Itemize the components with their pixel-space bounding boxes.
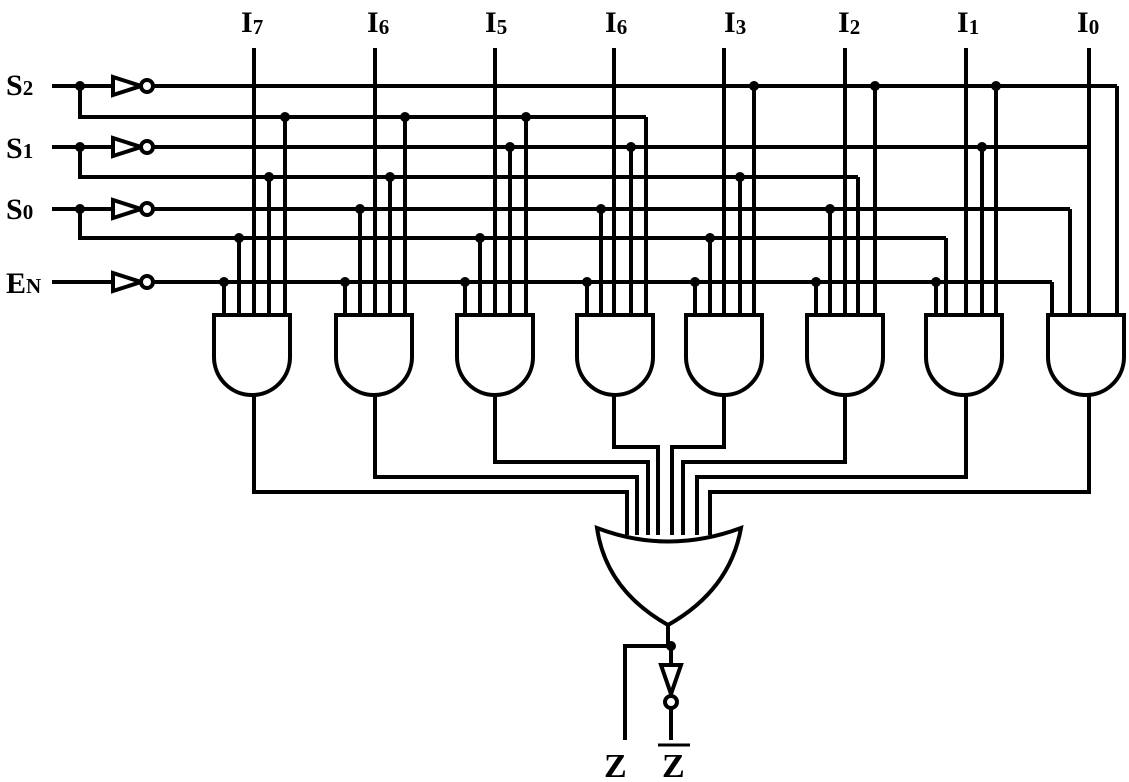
- select-label-s1: S1: [6, 132, 33, 165]
- output-inverter-bubble: [663, 694, 679, 710]
- and-gate-5: [684, 313, 764, 397]
- junction-gate-3-input-1: [460, 277, 470, 287]
- rail-s0-true: [78, 209, 946, 240]
- junction-s2-split: [75, 81, 85, 91]
- output-z-wire: [623, 644, 671, 740]
- data-input-label-i0: I0: [1077, 6, 1099, 39]
- and-gate-8: [1046, 313, 1126, 397]
- junction-gate-1-input-5: [280, 112, 290, 122]
- and-output-wire-5: [670, 389, 726, 535]
- junction-gate-2-input-1: [340, 277, 350, 287]
- junction-gate-3-input-2: [475, 233, 485, 243]
- junction-gate-1-input-4: [264, 172, 274, 182]
- output-label-z: Z: [604, 748, 627, 782]
- data-input-labels: I7 I6 I5 I6 I3 I2 I1 I0: [241, 6, 1099, 39]
- junction-gate-4-input-2: [596, 204, 606, 214]
- junction-output-split: [666, 641, 676, 651]
- data-input-label-i1: I1: [957, 6, 979, 39]
- data-input-label-i5: I5: [485, 6, 507, 39]
- output-inverter-buffer: [658, 663, 684, 701]
- junction-gate-5-input-5: [749, 81, 759, 91]
- data-input-label-i2: I2: [838, 6, 860, 39]
- junction-gate-5-input-4: [735, 172, 745, 182]
- junction-s1-split: [75, 142, 85, 152]
- and-output-wire-3: [493, 389, 650, 535]
- junction-gate-5-input-2: [705, 233, 715, 243]
- junction-gate-3-input-5: [521, 112, 531, 122]
- select-label-s2: S2: [6, 69, 33, 102]
- data-input-label-i6a: I6: [367, 6, 389, 39]
- select-s2-inverter-bubble: [139, 78, 155, 94]
- junction-gate-2-input-5: [400, 112, 410, 122]
- select-s2-inverter-buffer: [111, 74, 148, 98]
- junction-gate-1-input-1: [219, 277, 229, 287]
- rail-s2-true: [78, 86, 646, 119]
- select-s0-inverter-bubble: [139, 201, 155, 217]
- junction-gate-2-input-2: [355, 204, 365, 214]
- or-gate: [594, 524, 744, 628]
- junction-gate-6-input-2: [825, 204, 835, 214]
- and-gate-3: [455, 313, 535, 397]
- junction-gate-7-input-1: [931, 277, 941, 287]
- and-gate-6: [805, 313, 885, 397]
- and-gate-2: [334, 313, 414, 397]
- and-output-wire-4: [612, 389, 660, 535]
- junction-gate-4-input-4: [626, 142, 636, 152]
- rail-s1-true: [78, 147, 858, 179]
- junction-gate-2-input-4: [385, 172, 395, 182]
- logic-gates: [111, 74, 1126, 710]
- data-input-label-i6b: I6: [605, 6, 627, 39]
- enable-en-inverter-buffer: [111, 270, 148, 294]
- select-label-s0: S0: [6, 193, 33, 226]
- junction-gate-5-input-1: [690, 277, 700, 287]
- output-labels: Z Z: [604, 743, 690, 782]
- and-gate-7: [924, 313, 1004, 397]
- data-input-label-i7: I7: [241, 6, 263, 39]
- and-gate-1: [212, 313, 292, 397]
- junction-gate-1-input-2: [234, 233, 244, 243]
- and-output-wire-7: [695, 389, 968, 535]
- and-output-wire-8: [708, 389, 1091, 535]
- junction-gate-7-input-5: [991, 81, 1001, 91]
- select-s1-inverter-bubble: [139, 139, 155, 155]
- and-output-wire-2: [373, 389, 639, 535]
- junction-s0-split: [75, 204, 85, 214]
- and-output-wire-1: [252, 389, 629, 535]
- junction-gate-3-input-4: [505, 142, 515, 152]
- junction-gate-7-input-4: [977, 142, 987, 152]
- junction-gate-4-input-1: [582, 277, 592, 287]
- output-label-z-bar: Z: [662, 748, 685, 782]
- data-input-label-i3: I3: [724, 6, 746, 39]
- junction-gate-6-input-1: [811, 277, 821, 287]
- junction-gate-6-input-5: [870, 81, 880, 91]
- select-s0-inverter-buffer: [111, 197, 148, 221]
- enable-en-inverter-bubble: [139, 274, 155, 290]
- and-output-wire-6: [681, 389, 847, 535]
- select-s1-inverter-buffer: [111, 135, 148, 159]
- enable-label-en: EN: [6, 267, 41, 300]
- junction-dots: [75, 81, 1001, 651]
- control-input-labels: S2 S1 S0 EN: [6, 69, 41, 300]
- and-gate-4: [575, 313, 655, 397]
- wiring: [52, 48, 1119, 740]
